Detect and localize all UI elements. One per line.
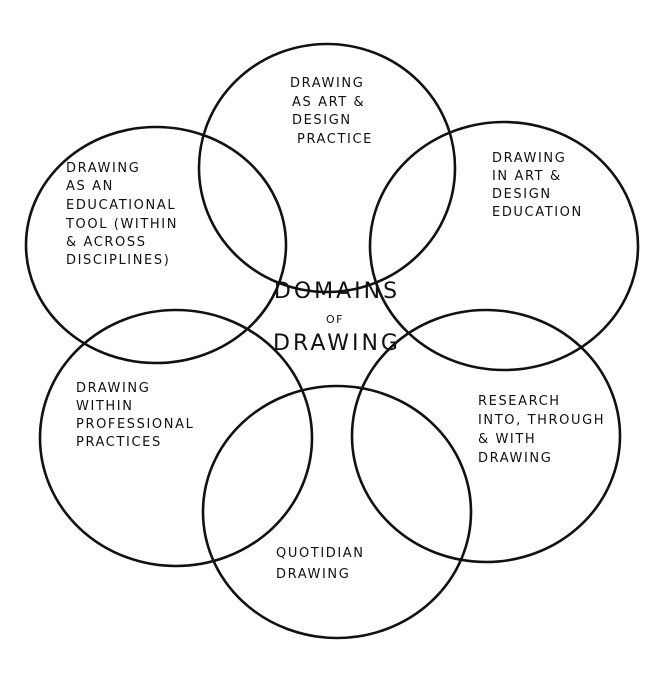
label-line: DESIGN	[492, 187, 552, 202]
circle-professional-practices	[38, 308, 314, 568]
label-line: DRAWING	[478, 451, 552, 466]
label-line: IN ART &	[492, 169, 562, 184]
label-line: & WITH	[478, 432, 536, 447]
label-line: EDUCATION	[492, 205, 583, 220]
label-line: & ACROSS	[66, 235, 147, 250]
label-line: INTO, THROUGH	[478, 413, 605, 428]
label-line: PRACTICE	[297, 132, 373, 147]
label-line: AS AN	[66, 179, 114, 194]
label-line: WITHIN	[76, 399, 134, 414]
label-art-design-education: DRAWING IN ART & DESIGN EDUCATION	[492, 151, 583, 220]
label-line: PRACTICES	[76, 435, 162, 450]
label-line: DRAWING	[66, 161, 140, 176]
label-line: DRAWING	[492, 151, 566, 166]
label-quotidian: QUOTIDIAN DRAWING	[276, 546, 365, 582]
label-educational-tool: DRAWING AS AN EDUCATIONAL TOOL (WITHIN &…	[65, 161, 178, 268]
label-line: AS ART &	[292, 95, 365, 110]
label-art-design-practice: DRAWING AS ART & DESIGN PRACTICE	[290, 76, 373, 147]
label-professional-practices: DRAWING WITHIN PROFESSIONAL PRACTICES	[76, 381, 194, 450]
label-research: RESEARCH INTO, THROUGH & WITH DRAWING	[478, 394, 605, 466]
circle-art-design-education	[368, 120, 640, 372]
center-title-of: OF	[326, 313, 344, 326]
label-line: QUOTIDIAN	[276, 546, 365, 561]
label-line: DRAWING	[76, 381, 150, 396]
circle-quotidian	[201, 384, 473, 640]
label-line: EDUCATIONAL	[66, 198, 176, 213]
label-line: PROFESSIONAL	[76, 417, 194, 432]
label-line: RESEARCH	[478, 394, 561, 409]
label-line: DESIGN	[292, 113, 352, 128]
label-line: DRAWING	[290, 76, 364, 91]
circle-art-design-practice	[197, 42, 457, 294]
center-title-drawing: DRAWING	[273, 331, 401, 356]
circle-educational-tool	[24, 125, 288, 365]
center-title-domains: DOMAINS	[274, 279, 400, 304]
circle-research	[350, 308, 622, 564]
label-line: TOOL (WITHIN	[65, 217, 178, 232]
label-line: DRAWING	[276, 567, 350, 582]
label-line: DISCIPLINES)	[66, 253, 170, 268]
